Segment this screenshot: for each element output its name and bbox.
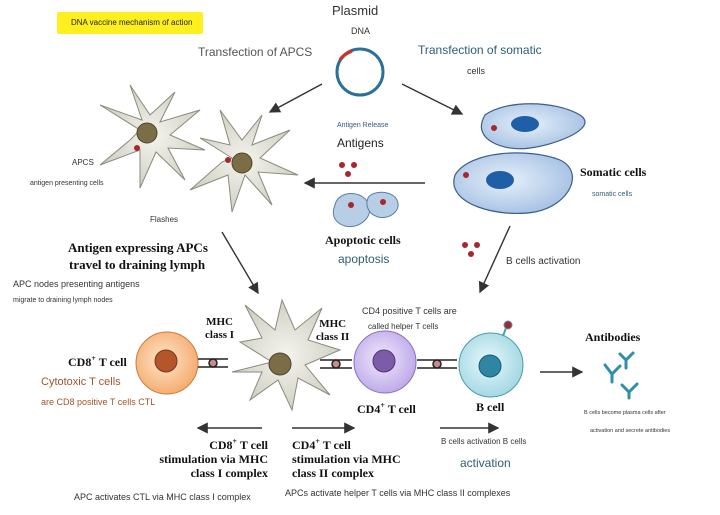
- central-apc-cell-icon: [231, 298, 342, 412]
- mhc-class-1-connector-icon: [198, 358, 228, 368]
- plasmid-icon: [335, 47, 385, 97]
- cd4-t-cell-label: CD4+ T cell: [357, 401, 416, 416]
- antibody-icon: [603, 351, 639, 400]
- b-activation-bottom-line1: B cells activation B cells: [441, 437, 527, 446]
- mhc-class-2-label: MHC class II: [316, 318, 350, 343]
- mhc-class-1-label: MHC class I: [205, 316, 235, 341]
- b-activation-top-label: B cells activation: [506, 256, 581, 267]
- antibodies-note1: B cells become plasma cells after: [584, 410, 666, 416]
- transfection-somatic-label: Transfection of somatic: [418, 43, 542, 57]
- transfection-somatic-sub: cells: [467, 66, 486, 76]
- cd4-b-connector-icon: [417, 359, 457, 369]
- arrow-plasmid-to-apcs: [268, 83, 323, 113]
- cd8-t-cell-label: CD8+ T cell: [68, 354, 127, 369]
- antigen-expressing-note2: migrate to draining lymph nodes: [13, 297, 113, 304]
- somatic-cell-icon: [453, 103, 586, 215]
- antigen-dots-icon: [462, 242, 480, 257]
- antigens-label: Antigens: [337, 136, 384, 150]
- apoptotic-cell-icon: [332, 191, 399, 228]
- antigen-dots-icon: [339, 162, 357, 177]
- footer-left-caption: APC activates CTL via MHC class I comple…: [74, 492, 251, 502]
- somatic-cells-sub: somatic cells: [592, 191, 633, 198]
- apoptosis-label: apoptosis: [338, 252, 390, 266]
- b-cell-icon: [458, 320, 524, 398]
- cytotoxic-t-cells-label: Cytotoxic T cells: [41, 376, 121, 388]
- antigen-release-label: Antigen Release: [337, 122, 389, 129]
- cd8-stimulation-label: CD8+ T cell stimulation via MHC class I …: [159, 437, 268, 480]
- cd4-helper-line2: called helper T cells: [368, 322, 439, 331]
- footer-right-caption: APCs activate helper T cells via MHC cla…: [285, 488, 511, 498]
- cd4-helper-line1: CD4 positive T cells are: [362, 306, 457, 316]
- b-activation-bottom-line2: activation: [460, 456, 511, 470]
- somatic-cells-title: Somatic cells: [580, 165, 647, 179]
- apcs-label: APCS: [72, 158, 94, 167]
- antigen-expressing-line2: travel to draining lymph: [69, 257, 206, 272]
- apc-cell-icon: [99, 84, 206, 189]
- title-tag-text: DNA vaccine mechanism of action: [71, 18, 193, 27]
- flashes-label: Flashes: [150, 215, 179, 224]
- mhc-class-2-connector-icon: [320, 359, 352, 369]
- arrow-plasmid-to-somatic: [401, 83, 464, 115]
- antibodies-note2: activation and secrete antibodies: [590, 428, 671, 434]
- apoptotic-cells-title: Apoptotic cells: [325, 233, 401, 247]
- cd4-t-cell-icon: [353, 330, 417, 394]
- cd4-stimulation-label: CD4+ T cell stimulation via MHC class II…: [292, 437, 401, 480]
- antibodies-title: Antibodies: [585, 330, 641, 344]
- apcs-sub: antigen presenting cells: [30, 180, 104, 187]
- b-cell-label: B cell: [476, 400, 505, 414]
- apc-cell-icon: [189, 109, 299, 213]
- plasmid-sub: DNA: [351, 26, 371, 36]
- title-highlight-tag: DNA vaccine mechanism of action: [57, 12, 203, 34]
- arrow-somatic-to-bcell: [478, 225, 511, 294]
- plasmid-title: Plasmid: [332, 3, 379, 18]
- antigen-expressing-line1: Antigen expressing APCs: [68, 240, 208, 255]
- transfection-apcs-label: Transfection of APCS: [198, 45, 313, 59]
- arrow-apcs-to-lymph: [221, 231, 259, 295]
- cd8-t-cell-icon: [135, 331, 199, 395]
- cd8-ctl-note: are CD8 positive T cells CTL: [41, 397, 156, 407]
- antigen-expressing-note1: APC nodes presenting antigens: [13, 279, 140, 289]
